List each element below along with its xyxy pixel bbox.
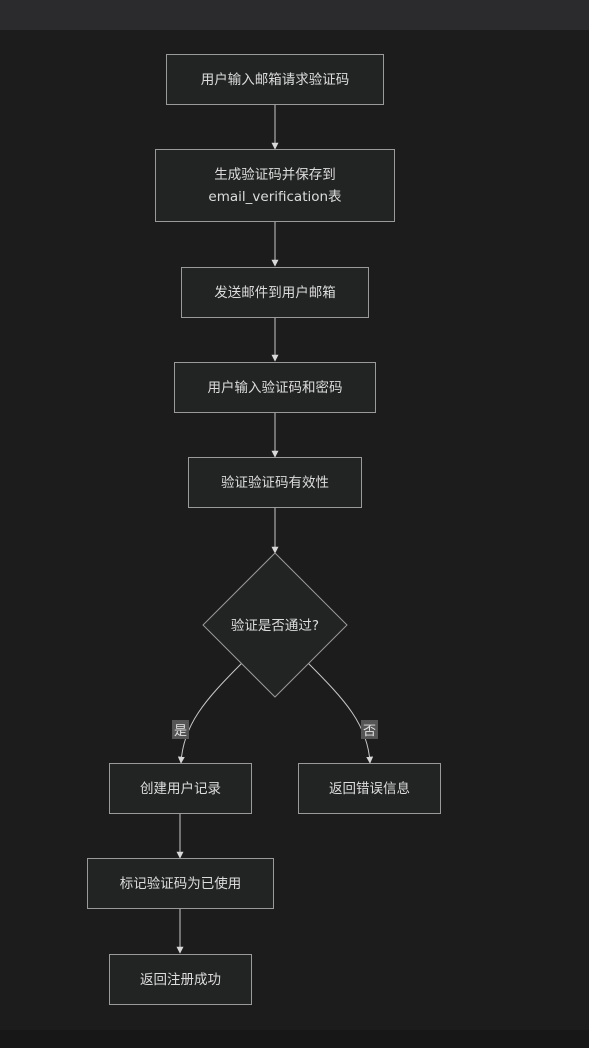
edge-decision-yes xyxy=(177,662,243,764)
window-top-bar xyxy=(0,0,589,30)
node-mark-code-used-label: 标记验证码为已使用 xyxy=(120,875,242,892)
node-create-user[interactable]: 创建用户记录 xyxy=(109,763,252,814)
node-enter-code-password-label: 用户输入验证码和密码 xyxy=(208,379,343,396)
node-request-code[interactable]: 用户输入邮箱请求验证码 xyxy=(166,54,384,105)
edges xyxy=(176,104,374,954)
edge-label-no: 否 xyxy=(361,720,378,739)
edge-label-no-text: 否 xyxy=(363,724,376,739)
node-return-error[interactable]: 返回错误信息 xyxy=(298,763,441,814)
edge-label-yes: 是 xyxy=(172,720,189,739)
node-return-success[interactable]: 返回注册成功 xyxy=(109,954,252,1005)
node-mark-code-used[interactable]: 标记验证码为已使用 xyxy=(87,858,274,909)
node-generate-code[interactable]: 生成验证码并保存到 email_verification表 xyxy=(155,149,395,222)
node-return-success-label: 返回注册成功 xyxy=(140,972,221,988)
node-request-code-label: 用户输入邮箱请求验证码 xyxy=(201,71,350,88)
node-decision-passed-label: 验证是否通过? xyxy=(231,618,319,634)
node-enter-code-password[interactable]: 用户输入验证码和密码 xyxy=(174,362,376,413)
node-send-email[interactable]: 发送邮件到用户邮箱 xyxy=(181,267,369,318)
edge-decision-no xyxy=(307,662,374,764)
node-return-error-label: 返回错误信息 xyxy=(329,780,410,797)
edge-label-yes-text: 是 xyxy=(174,724,187,739)
node-send-email-label: 发送邮件到用户邮箱 xyxy=(214,284,336,301)
node-decision-passed[interactable]: 验证是否通过? xyxy=(202,552,348,698)
node-generate-code-label-line1: 生成验证码并保存到 xyxy=(214,167,336,183)
window-bottom-bar xyxy=(0,1030,589,1048)
node-validate-code-label: 验证验证码有效性 xyxy=(221,475,329,491)
node-generate-code-label-line2: email_verification表 xyxy=(208,189,342,205)
node-create-user-label: 创建用户记录 xyxy=(140,780,221,797)
node-validate-code[interactable]: 验证验证码有效性 xyxy=(188,457,362,508)
